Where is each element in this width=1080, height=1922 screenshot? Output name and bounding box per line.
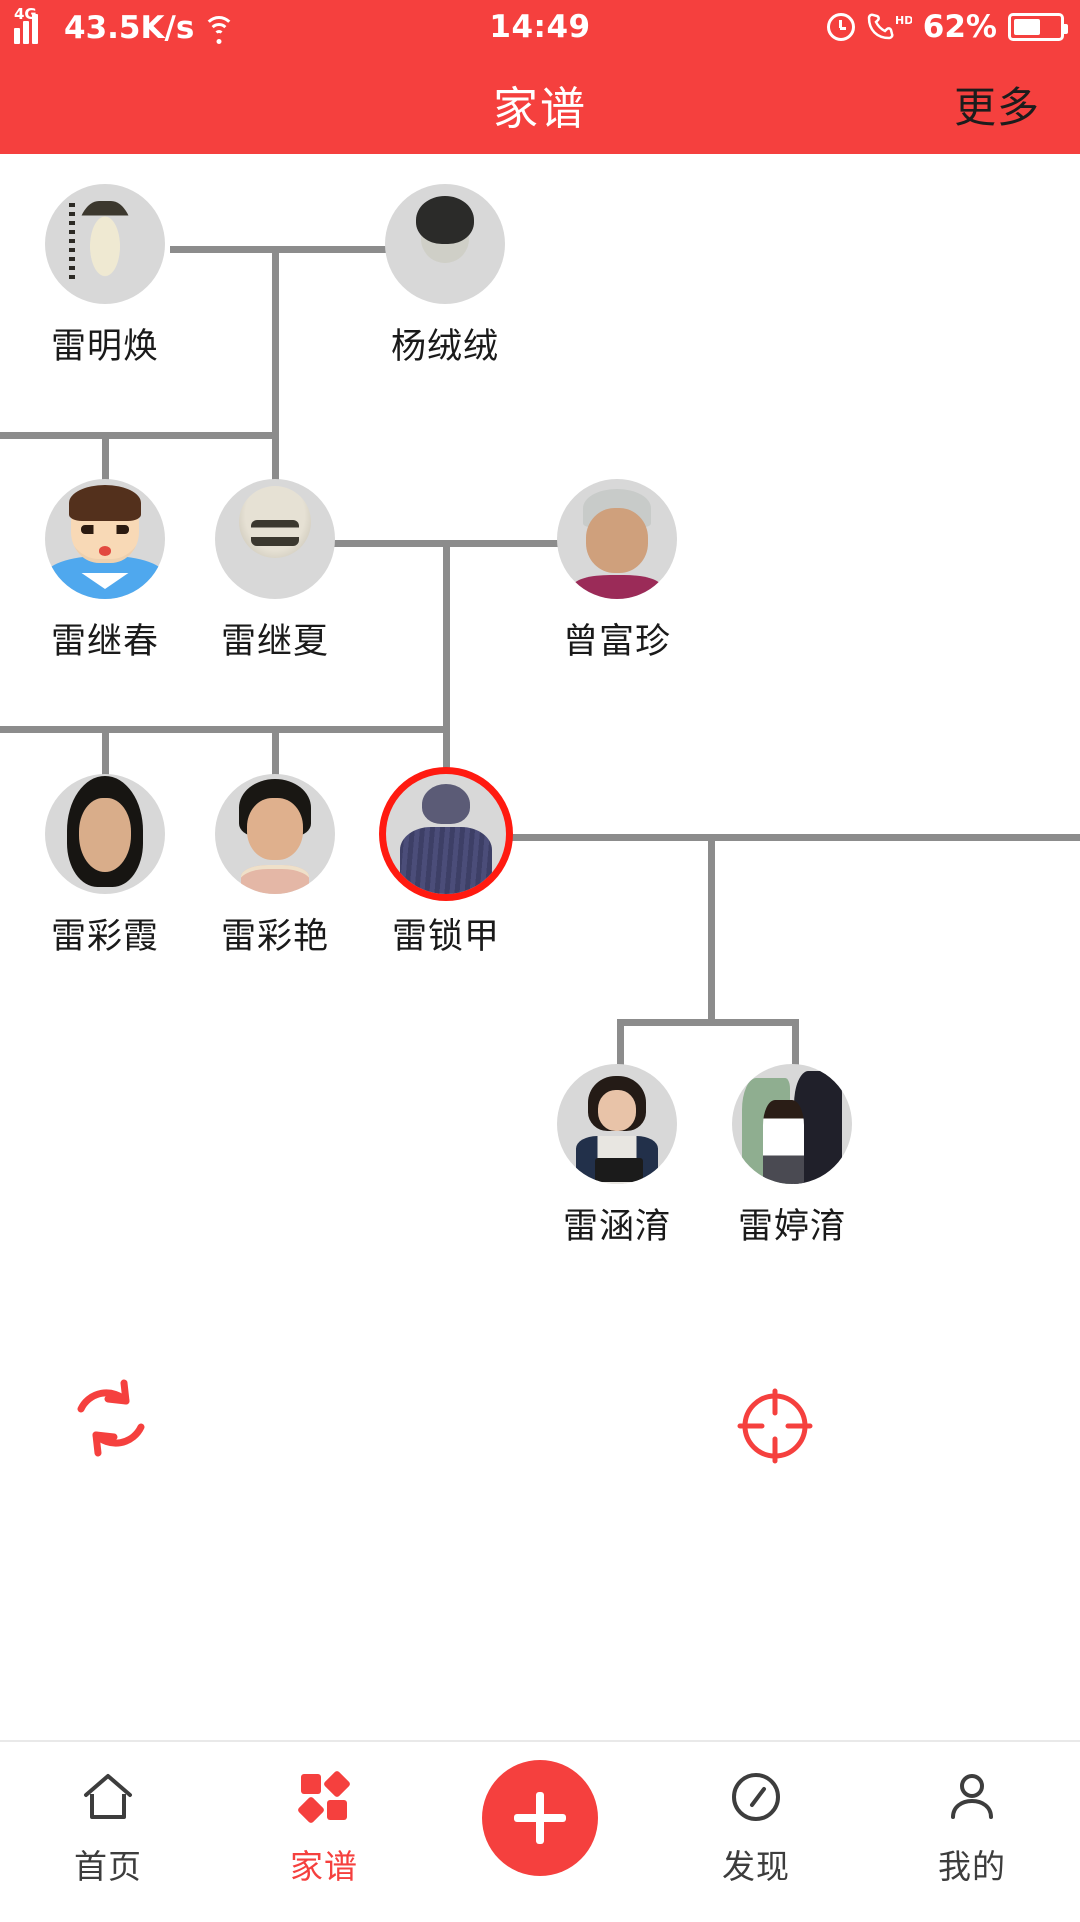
avatar[interactable] — [45, 479, 165, 599]
status-bar-clock: 14:49 — [489, 9, 591, 45]
connector-gen4-sibling-bar — [617, 1019, 799, 1026]
refresh-button[interactable] — [68, 1375, 154, 1461]
avatar[interactable] — [45, 774, 165, 894]
bottom-navigation: 首页 家谱 发现 — [0, 1740, 1080, 1920]
target-icon — [737, 1388, 813, 1464]
connector-couple-gen2 — [333, 540, 613, 547]
grid-icon — [295, 1768, 353, 1826]
more-button[interactable]: 更多 — [953, 82, 1040, 132]
refresh-icon — [77, 1379, 145, 1457]
avatar[interactable] — [215, 479, 335, 599]
status-bar-left: 4G 43.5K/s — [14, 5, 236, 46]
home-icon — [79, 1768, 137, 1826]
avatar[interactable] — [215, 774, 335, 894]
person-name: 雷涵淯 — [562, 1207, 671, 1247]
tab-discover[interactable]: 发现 — [648, 1742, 864, 1922]
tree-node-person[interactable]: 杨绒绒 — [355, 184, 535, 369]
avatar[interactable] — [386, 774, 506, 894]
tab-home[interactable]: 首页 — [0, 1742, 216, 1922]
tree-node-person[interactable]: 雷继夏 — [185, 479, 365, 664]
connector-gen1-down — [272, 246, 279, 432]
connector-gen3-down — [708, 834, 715, 1019]
wifi-icon — [202, 14, 236, 44]
tab-label: 首页 — [74, 1847, 142, 1886]
svg-text:HD: HD — [895, 14, 912, 27]
avatar[interactable] — [557, 479, 677, 599]
avatar[interactable] — [385, 184, 505, 304]
connector-gen3-child-2 — [272, 726, 279, 778]
person-name: 雷婷淯 — [737, 1207, 846, 1247]
person-name: 雷明焕 — [50, 327, 159, 367]
avatar[interactable] — [557, 1064, 677, 1184]
tab-label: 家谱 — [290, 1847, 358, 1886]
connector-gen2-child-1 — [102, 432, 109, 484]
battery-icon — [1008, 13, 1068, 41]
connector-gen3-child-1 — [102, 726, 109, 778]
app-header: 家谱 更多 — [0, 54, 1080, 154]
add-button[interactable] — [482, 1760, 598, 1876]
hd-call-icon: HD — [866, 12, 912, 42]
tab-profile[interactable]: 我的 — [864, 1742, 1080, 1922]
battery-percent-label: 62% — [922, 8, 997, 45]
person-name: 雷继春 — [50, 622, 159, 662]
page-title: 家谱 — [492, 81, 587, 135]
network-type-label: 4G — [14, 5, 37, 23]
status-bar: 4G 43.5K/s 14:49 HD 62% — [0, 0, 1080, 54]
locate-button[interactable] — [736, 1387, 814, 1465]
connector-couple-gen3 — [510, 834, 1080, 841]
family-tree-canvas[interactable]: 雷明焕 杨绒绒 雷继春 雷继夏 曾富珍 雷彩霞 雷彩艳 雷锁甲 雷涵淯 雷 — [0, 154, 1080, 1740]
connector-couple-gen1 — [170, 246, 395, 253]
person-name: 雷继夏 — [220, 622, 329, 662]
status-bar-right: HD 62% — [826, 8, 1068, 45]
person-name: 杨绒绒 — [390, 327, 499, 367]
person-name: 雷彩艳 — [220, 917, 329, 957]
connector-gen4-child-1 — [617, 1019, 624, 1071]
compass-icon — [727, 1768, 785, 1826]
connector-gen2-down — [443, 540, 450, 726]
network-speed-label: 43.5K/s — [64, 10, 195, 46]
connector-gen3-child-3 — [443, 726, 450, 778]
avatar[interactable] — [732, 1064, 852, 1184]
tree-node-person[interactable]: 雷继春 — [15, 479, 195, 664]
alarm-icon — [826, 13, 855, 41]
connector-gen4-child-2 — [792, 1019, 799, 1071]
tab-label: 我的 — [938, 1847, 1006, 1886]
connector-gen3-sibling-bar — [0, 726, 446, 733]
connector-gen2-child-2 — [272, 432, 279, 484]
connector-gen2-sibling-bar — [0, 432, 275, 439]
tree-node-person[interactable]: 曾富珍 — [527, 479, 707, 664]
tree-node-person[interactable]: 雷涵淯 — [527, 1064, 707, 1249]
person-name: 雷锁甲 — [391, 917, 500, 957]
tree-node-person[interactable]: 雷彩霞 — [15, 774, 195, 959]
tree-node-person[interactable]: 雷彩艳 — [185, 774, 365, 959]
tab-label: 发现 — [722, 1847, 790, 1886]
tree-node-person[interactable]: 雷明焕 — [15, 184, 195, 369]
person-name: 雷彩霞 — [50, 917, 159, 957]
person-icon — [943, 1768, 1001, 1826]
tree-node-person-selected[interactable]: 雷锁甲 — [356, 774, 536, 959]
tab-family-tree[interactable]: 家谱 — [216, 1742, 432, 1922]
person-name: 曾富珍 — [562, 622, 671, 662]
signal-icon: 4G — [14, 5, 56, 44]
tree-node-person[interactable]: 雷婷淯 — [702, 1064, 882, 1249]
avatar[interactable] — [45, 184, 165, 304]
